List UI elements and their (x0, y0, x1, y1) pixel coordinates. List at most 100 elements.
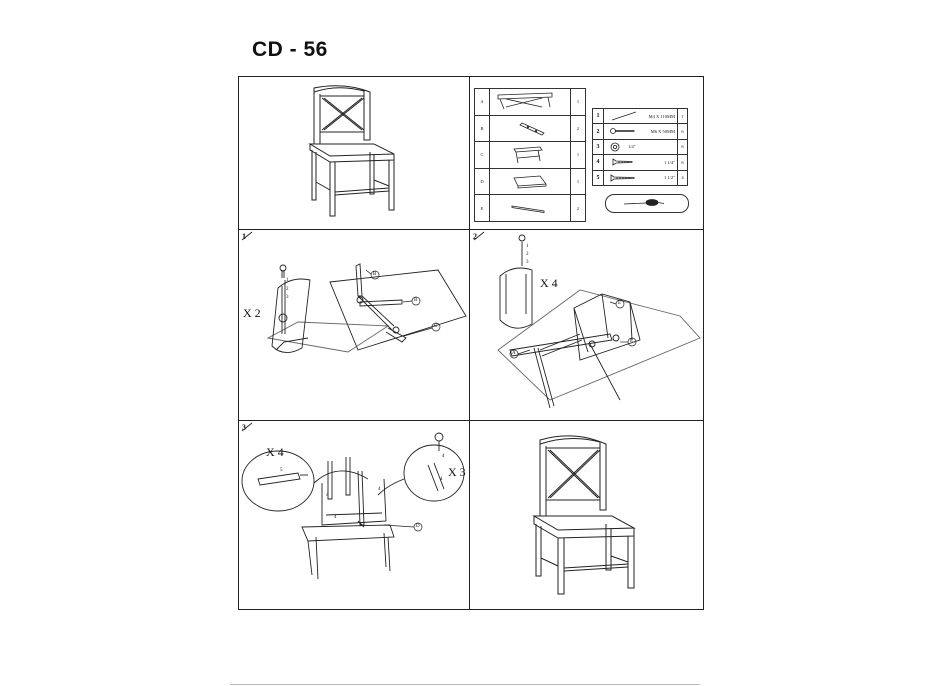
hardware-desc-cell: M6 X 50MM (603, 123, 678, 140)
part-qty: 2 (570, 194, 586, 222)
step-3-hardware-label: 4 (326, 493, 329, 498)
step-2-callout: E (630, 339, 634, 344)
step-1-hardware-label: 2 (286, 287, 289, 292)
part-c-picture (489, 141, 571, 169)
screwdriver-icon (623, 199, 665, 206)
step-3-drawing (241, 422, 465, 580)
part-qty: 1 (570, 167, 586, 196)
side-rail-part-icon (519, 122, 545, 136)
hardware-desc: 1/4" (628, 144, 636, 150)
tool-box (605, 194, 689, 213)
instruction-grid (238, 76, 704, 610)
chair-final-panel (520, 432, 650, 602)
hardware-desc-cell: M4 X 110MM (603, 107, 678, 125)
step-2-callout: E (618, 301, 622, 306)
part-letter: D (474, 167, 490, 196)
parts-row: C 1 (474, 141, 586, 169)
bolt-icon (610, 128, 635, 135)
hardware-number: 2 (592, 123, 604, 140)
step-1-callout: B (414, 298, 418, 303)
part-letter: B (474, 114, 490, 143)
part-a-picture (489, 88, 571, 116)
hardware-desc-cell: 1 1/4" (603, 154, 678, 171)
step-2-hardware-label: 2 (526, 252, 529, 257)
hardware-row: 2 M6 X 50MM 6 (592, 123, 688, 140)
scan-edge-line (230, 684, 700, 685)
grid-divider-vertical (469, 76, 471, 610)
hardware-number: 1 (592, 107, 604, 125)
step-3-multiplier-left: X 4 (266, 445, 284, 459)
step-3-panel: X 4 X 3 D 5 4 4 4 4 4 (238, 421, 469, 609)
hardware-qty: 6 (677, 123, 688, 140)
step-3-number: 3 (242, 423, 246, 432)
parts-table: A 1 B 2 C 1 D (474, 88, 586, 222)
hardware-qty: 4 (677, 169, 688, 187)
part-qty: 1 (570, 141, 586, 169)
seat-part-icon (513, 175, 547, 189)
step-2-panel: X 4 E E A 1 2 3 (470, 230, 704, 420)
hardware-row: 5 1 1/2" 4 (592, 169, 688, 187)
hardware-desc-cell: 1/4" (603, 138, 678, 156)
step-3-hardware-label: 4 (442, 454, 445, 459)
step-3-hardware-label: 4 (334, 515, 337, 520)
step-1-callout: B (373, 272, 377, 277)
hardware-qty: 6 (677, 138, 688, 156)
hardware-number: 4 (592, 154, 604, 171)
step-3-callout: D (416, 524, 420, 529)
hardware-desc: M6 X 50MM (650, 129, 675, 135)
stretcher-part-icon (511, 205, 545, 213)
part-b-picture (489, 114, 571, 143)
screw-icon (612, 158, 633, 166)
parts-row: D 1 (474, 167, 586, 196)
step-3-hardware-label: 5 (280, 468, 283, 473)
grid-divider-row-1 (238, 229, 704, 231)
step-1-callout: C (434, 324, 438, 329)
hardware-desc-cell: 1 1/2" (603, 169, 678, 187)
hardware-desc: 1 1/4" (664, 159, 675, 165)
hardware-desc: M4 X 110MM (648, 113, 675, 119)
part-d-picture (489, 167, 571, 196)
step-1-panel: X 2 B B C 1 2 3 (238, 230, 469, 420)
step-2-callout: A (512, 351, 516, 356)
hardware-row: 4 1 1/4" 6 (592, 154, 688, 171)
chair-overview-drawing (308, 85, 395, 217)
hardware-row: 1 M4 X 110MM 1 (592, 107, 688, 125)
step-2-multiplier: X 4 (540, 276, 558, 290)
step-2-number: 2 (473, 232, 477, 241)
hardware-number: 5 (592, 169, 604, 187)
grid-divider-row-2 (238, 420, 704, 422)
chair-overview-panel (300, 82, 410, 227)
parts-row: A 1 (474, 88, 586, 116)
chair-final-drawing (532, 435, 636, 595)
step-3-hardware-label: 4 (440, 477, 443, 482)
allen-key-icon (611, 111, 637, 121)
part-letter: C (474, 141, 490, 169)
hardware-number: 3 (592, 138, 604, 156)
parts-row: B 2 (474, 114, 586, 143)
part-qty: 1 (570, 88, 586, 116)
hardware-row: 3 1/4" 6 (592, 138, 688, 156)
step-3-hardware-label: 4 (378, 487, 381, 492)
hardware-qty: 1 (677, 107, 688, 125)
parts-row: E 2 (474, 194, 586, 222)
step-1-multiplier: X 2 (243, 306, 261, 320)
part-letter: A (474, 88, 490, 116)
part-e-picture (489, 194, 571, 222)
step-2-hardware-label: 3 (526, 260, 529, 265)
leg-frame-part-icon (513, 147, 543, 164)
step-1-number: 1 (242, 232, 246, 241)
screw-icon (610, 173, 635, 182)
step-1-hardware-label: 1 (286, 278, 289, 283)
step-1-drawing (241, 231, 467, 353)
step-2-hardware-label: 1 (526, 244, 529, 249)
part-letter: E (474, 194, 490, 222)
part-qty: 2 (570, 114, 586, 143)
chair-back-part-icon (497, 92, 553, 110)
hardware-desc: 1 1/2" (664, 175, 675, 181)
washer-icon (610, 142, 620, 152)
step-2-drawing (473, 231, 701, 409)
step-3-multiplier-right: X 3 (448, 465, 466, 479)
hardware-table: 1 M4 X 110MM 1 2 M6 X 50MM 6 3 1 (592, 107, 688, 187)
step-1-hardware-label: 3 (286, 295, 289, 300)
